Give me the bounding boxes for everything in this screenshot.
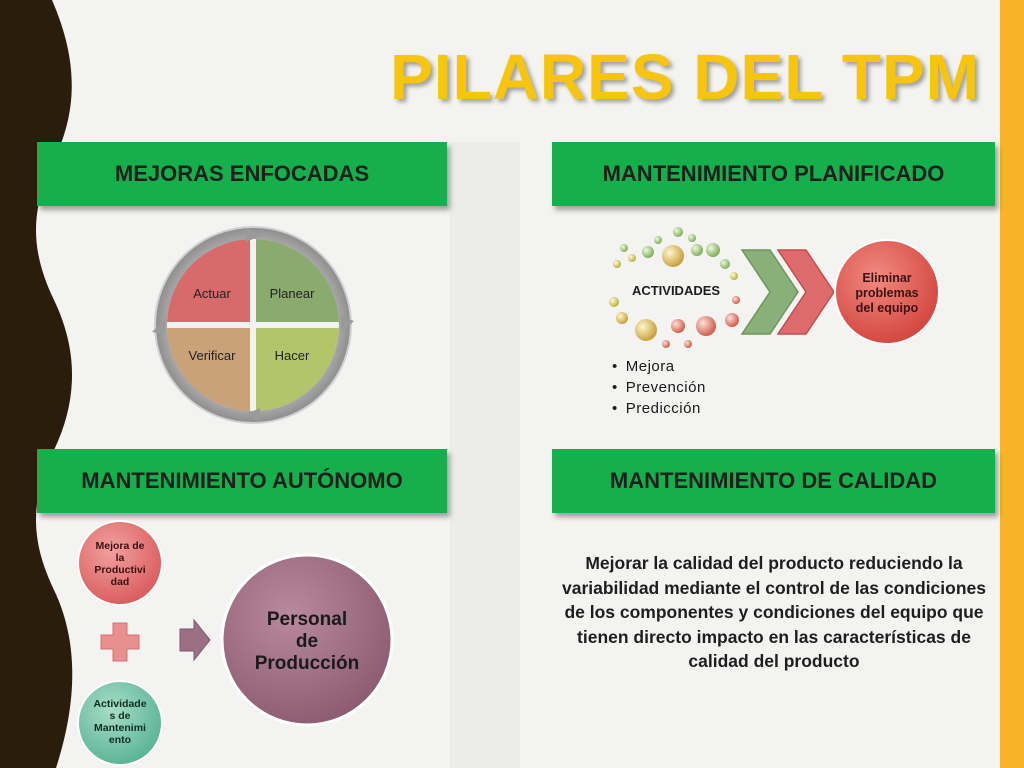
big-circle-line: Personal (267, 609, 347, 630)
header-mantenimiento-planificado: MANTENIMIENTO PLANIFICADO (552, 142, 995, 206)
goal-circle (834, 239, 940, 345)
circle-bottom-line: Actividade (93, 698, 146, 710)
left-decorative-band (0, 0, 73, 768)
autonomous-maintenance-diagram: Mejora de la Productivi dad Actividade s… (77, 520, 394, 766)
circle-bottom-line: Mantenimi (94, 722, 146, 734)
header-mantenimiento-autonomo: MANTENIMIENTO AUTÓNOMO (37, 449, 447, 513)
circle-top-line: dad (111, 576, 130, 588)
plus-icon (100, 622, 140, 662)
label-hacer: Hacer (275, 348, 310, 363)
pdca-cycle-diagram: Actuar Planear Verificar Hacer (152, 226, 354, 424)
circle-top-line: Mejora de (95, 540, 144, 552)
goal-text-line3: del equipo (856, 301, 919, 315)
quality-description: Mejorar la calidad del producto reducien… (561, 553, 986, 671)
background-shade (450, 142, 520, 768)
circle-actividades-mantenimiento (77, 680, 163, 766)
circle-bottom-line: ento (109, 734, 131, 746)
goal-text-line1: Eliminar (862, 271, 911, 285)
circle-mejora-productividad (77, 520, 163, 606)
arrow-right-icon (179, 618, 211, 662)
cycle-arrow-bottom (244, 408, 260, 422)
right-accent-bar (1000, 0, 1024, 768)
big-circle-line: Producción (255, 653, 360, 674)
cycle-arrow-top (246, 228, 262, 242)
bullet-item: Prevención (612, 377, 706, 398)
big-circle-line: de (296, 631, 318, 652)
goal-text-line2: problemas (855, 286, 918, 300)
chevron-green-icon (740, 249, 799, 335)
label-actuar: Actuar (193, 286, 231, 301)
planned-maintenance-bullets: Mejora Prevención Predicción (612, 356, 706, 419)
activity-spheres (609, 227, 740, 348)
quadrant-actuar (167, 239, 250, 322)
quadrant-planear (256, 239, 339, 322)
circle-top-line: la (116, 552, 125, 564)
quadrant-verificar (167, 328, 250, 411)
circle-top-line: Productivi (94, 564, 145, 576)
cycle-arrow-right (340, 316, 354, 332)
label-verificar: Verificar (189, 348, 237, 363)
circle-bottom-line: s de (109, 710, 130, 722)
bullet-item: Predicción (612, 398, 706, 419)
cycle-arrow-left (152, 318, 166, 334)
bullet-item: Mejora (612, 356, 706, 377)
page-title: PILARES DEL TPM (390, 41, 980, 113)
header-mejoras-enfocadas: MEJORAS ENFOCADAS (37, 142, 447, 206)
label-planear: Planear (270, 286, 315, 301)
chevron-red-icon (776, 249, 835, 335)
header-mantenimiento-calidad: MANTENIMIENTO DE CALIDAD (552, 449, 995, 513)
quadrant-hacer (256, 328, 339, 411)
actividades-label: ACTIVIDADES (632, 283, 720, 298)
circle-personal-produccion (220, 553, 394, 727)
actividades-diagram: ACTIVIDADES Eliminar problemas del equip… (609, 227, 940, 348)
